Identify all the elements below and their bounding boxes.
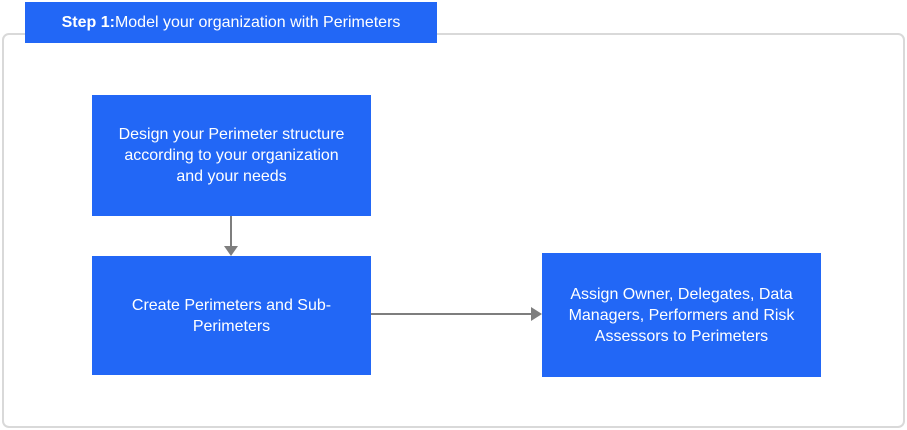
flow-box-design-structure-label: Design your Perimeter structure accordin… bbox=[118, 126, 345, 185]
flow-box-assign-roles: Assign Owner, Delegates, Data Managers, … bbox=[542, 253, 821, 377]
step-label: Step 1: bbox=[61, 13, 115, 31]
flow-box-create-perimeters: Create Perimeters and Sub-Perimeters bbox=[92, 256, 371, 375]
arrow-right-line bbox=[371, 313, 531, 315]
step-title: Model your organization with Perimeters bbox=[114, 13, 401, 31]
flow-box-design-structure: Design your Perimeter structure accordin… bbox=[92, 95, 371, 216]
arrow-right-head bbox=[531, 307, 542, 321]
flow-box-create-perimeters-label: Create Perimeters and Sub-Perimeters bbox=[131, 296, 332, 335]
step-header-banner: Step 1: Model your organization with Per… bbox=[25, 2, 437, 43]
arrow-down-head bbox=[224, 246, 238, 256]
flow-box-assign-roles-label: Assign Owner, Delegates, Data Managers, … bbox=[568, 285, 795, 345]
arrow-down-line bbox=[230, 216, 232, 247]
